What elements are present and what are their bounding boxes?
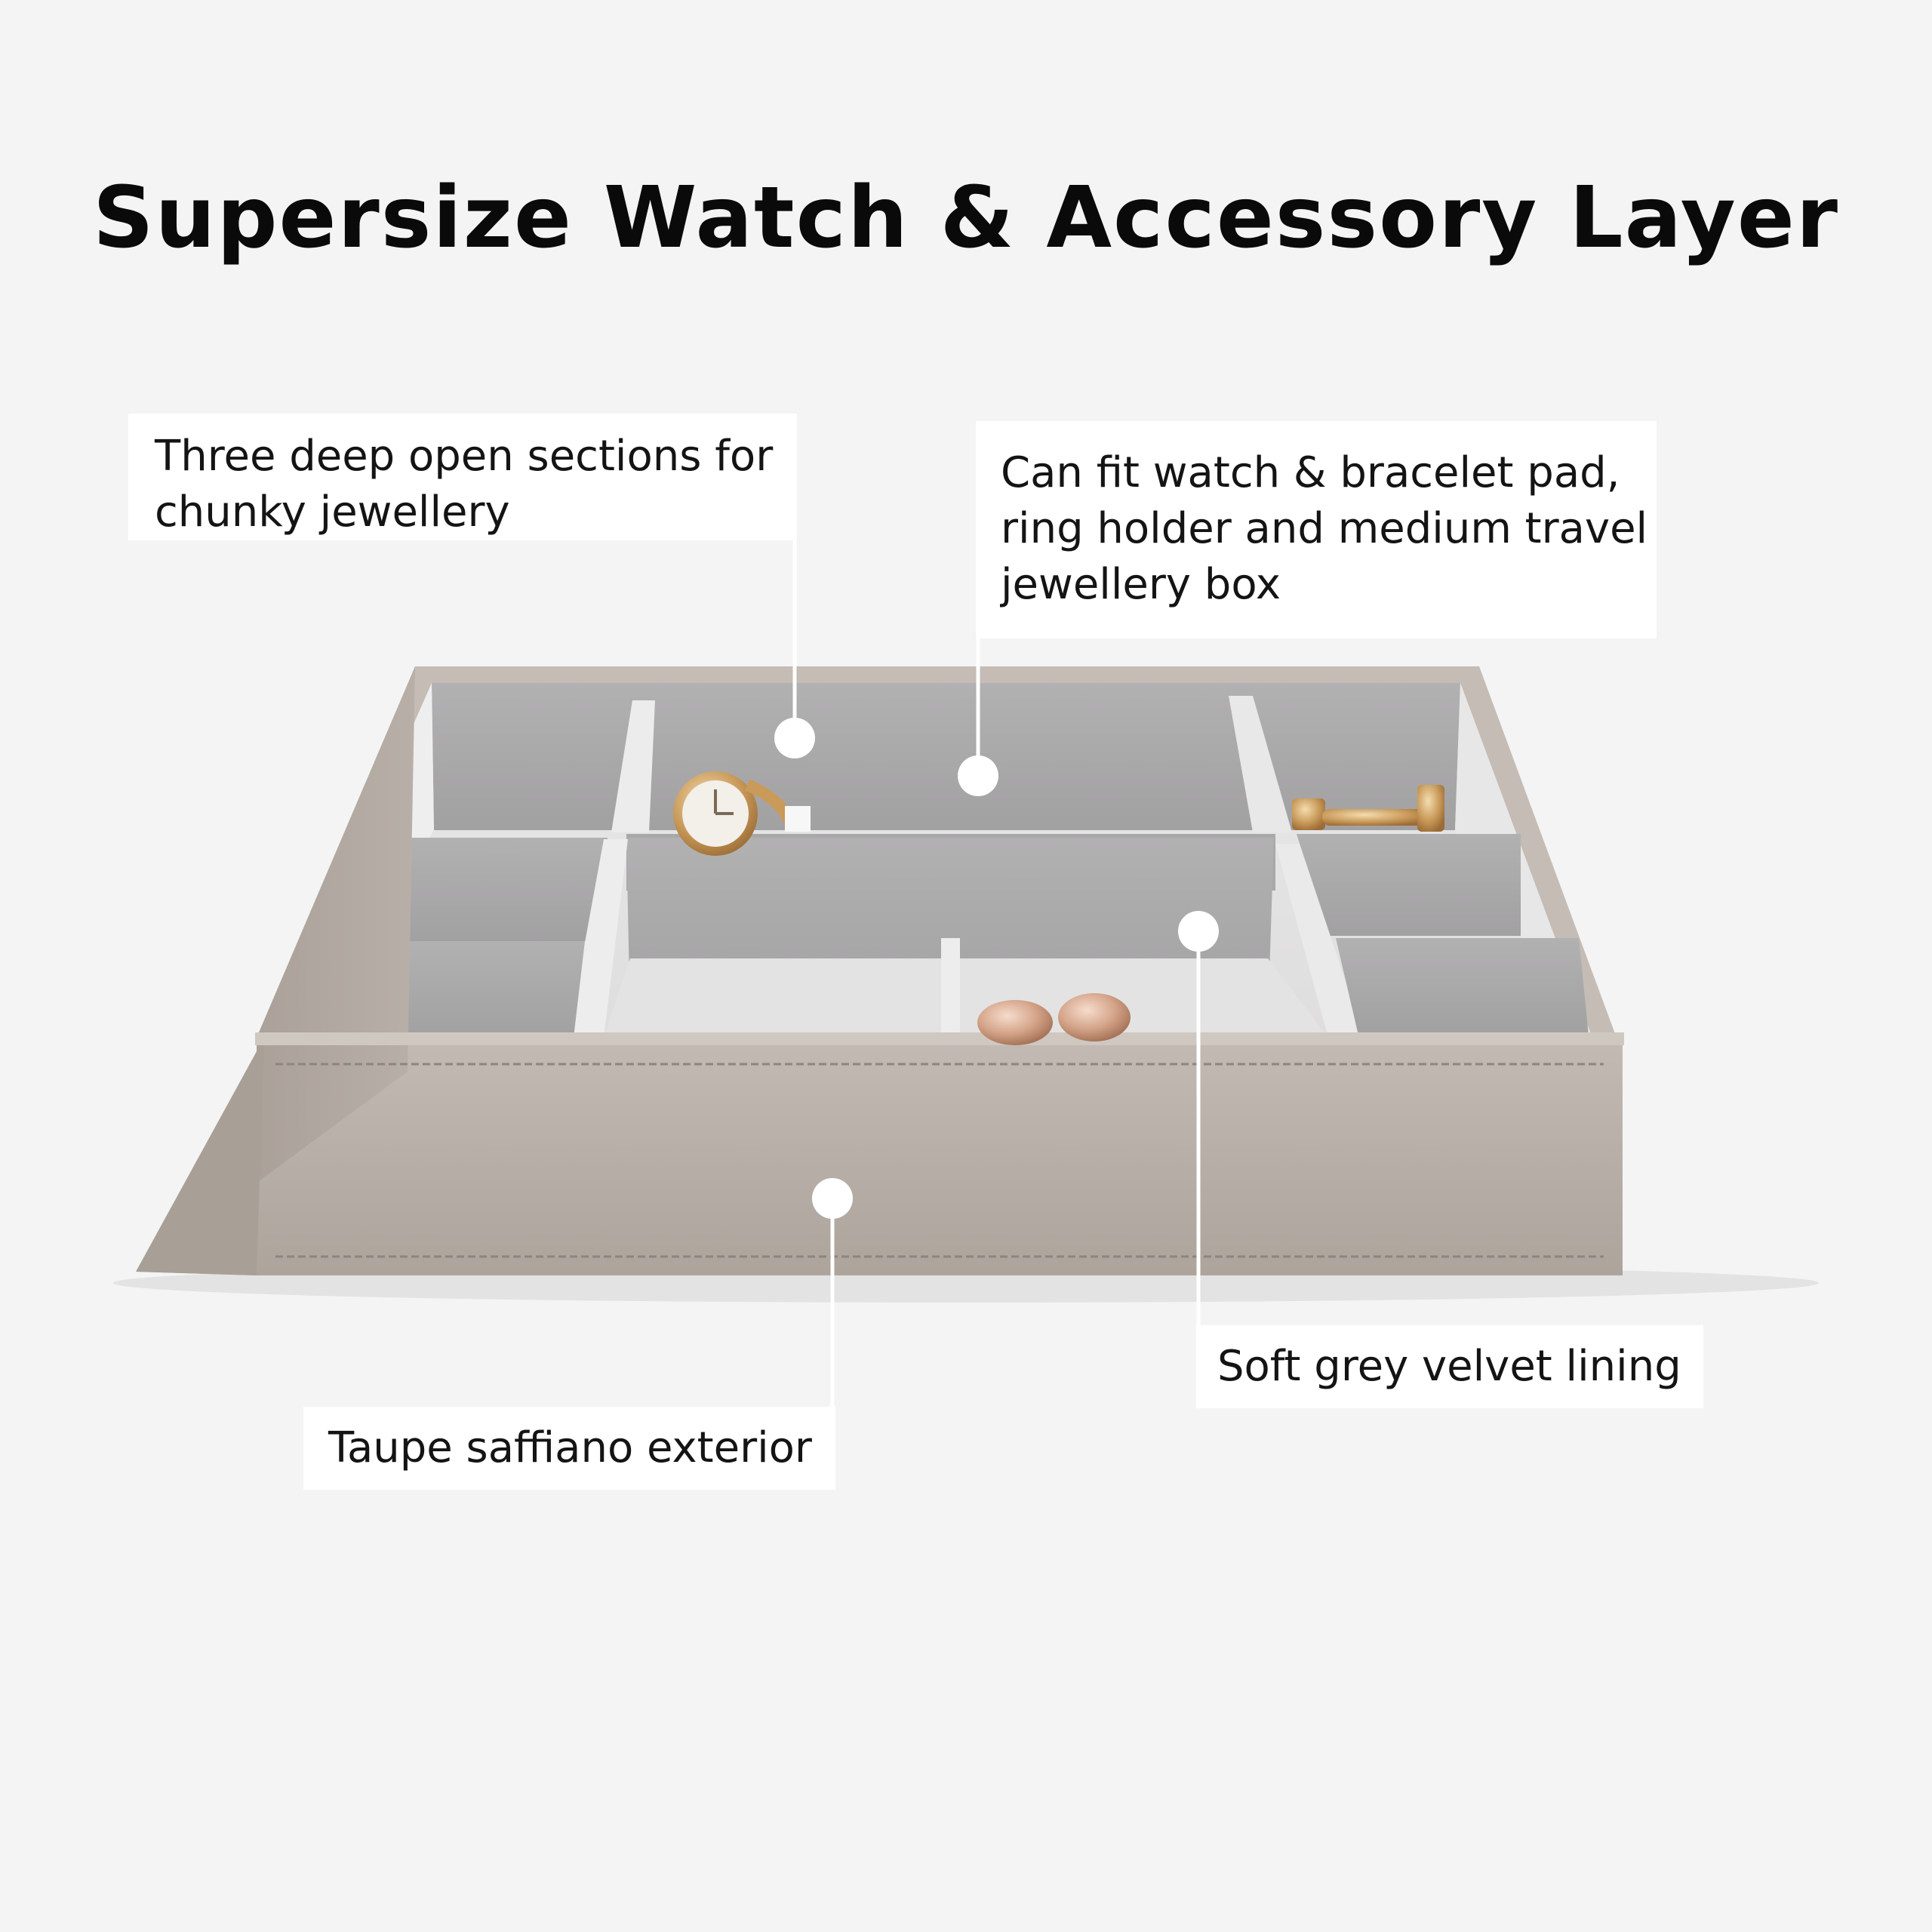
cufflinks-icon [1292,785,1444,832]
callout-taupe: Taupe saffiano exterior [303,1407,835,1490]
callout-velvet: Soft grey velvet lining [1196,1325,1703,1408]
callout-sections: Three deep open sections for chunky jewe… [128,414,797,540]
callout-fit-line-2: ring holder and medium travel [1001,504,1648,553]
page-title: Supersize Watch & Accessory Layer [92,169,1840,267]
callout-fit-line-3: jewellery box [1001,560,1281,609]
callout-fit-line-1: Can fit watch & bracelet pad, [1001,448,1620,497]
callout-velvet-line-1: Soft grey velvet lining [1217,1342,1681,1391]
callout-sections-line-1: Three deep open sections for [155,432,774,481]
callout-taupe-line-1: Taupe saffiano exterior [328,1423,812,1472]
callout-fit: Can fit watch & bracelet pad, ring holde… [976,421,1657,638]
earrings-icon [977,993,1131,1045]
watch-icon [673,771,811,856]
callout-sections-line-2: chunky jewellery [155,488,510,537]
